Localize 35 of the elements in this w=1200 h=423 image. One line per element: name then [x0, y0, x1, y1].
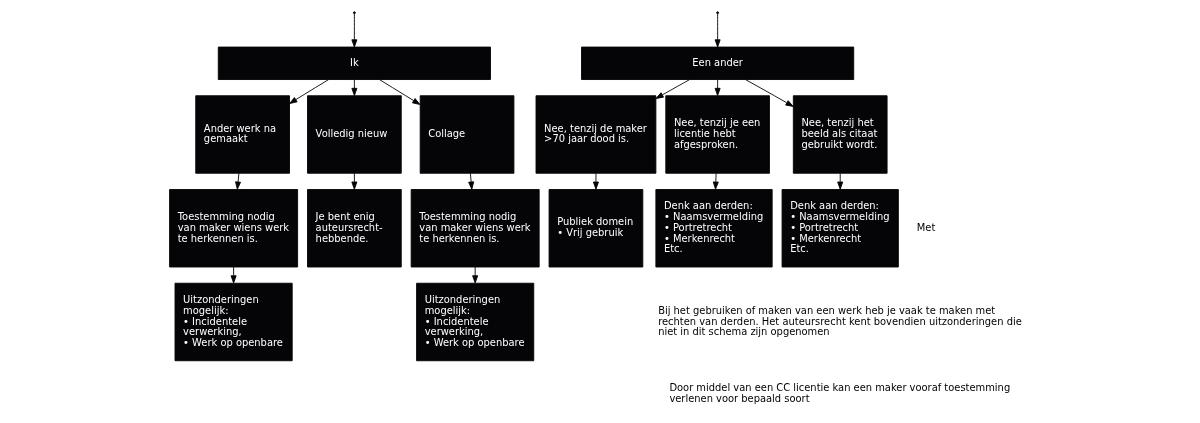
node-box: Collage — [419, 95, 515, 174]
arrow — [351, 13, 358, 48]
arrow — [351, 79, 358, 96]
arrow — [379, 79, 421, 105]
arrow — [745, 79, 794, 107]
label: Door middel van een CC licentie kan een maker vooraf toestemming verlenen voor bepaald soort — [669, 382, 1011, 405]
node-box: Toestemming nodig van maker wiens werk te herkennen is. — [410, 189, 540, 268]
arrow — [714, 13, 721, 48]
arrow — [592, 172, 599, 190]
node-box: Nee, tenzij de maker >70 jaar dood is. — [535, 95, 657, 174]
node-box: Een ander — [581, 46, 855, 80]
arrow — [289, 79, 329, 104]
node-box: Nee, tenzij je een licentie hebt afgesproken. — [665, 95, 770, 174]
arrow — [837, 172, 844, 190]
arrow — [235, 172, 241, 190]
arrow — [351, 172, 358, 190]
node-box: Je bent enig auteursrecht-hebbende. — [307, 189, 402, 268]
arrow — [472, 266, 479, 284]
arrow — [230, 266, 237, 284]
node-box: Denk aan derden: • Naamsvermelding • Portretrecht • Merkenrecht Etc. — [781, 189, 899, 268]
label: Bij het gebruiken of maken van een werk heb je vaak te maken met rechten van derden. Het auteursrecht kent bovendien uitzonderingen die niet in dit schema zijn opgenomen — [658, 304, 1022, 338]
node-box: Publiek domein • Vrij gebruik — [548, 189, 644, 268]
node-box: Nee, tenzij het beeld als citaat gebruikt wordt. — [792, 95, 888, 174]
node-box: Ik — [217, 46, 491, 80]
node-box: Ander werk na gemaakt — [195, 95, 290, 174]
node-box: Denk aan derden: • Naamsvermelding • Portretrecht • Merkenrecht Etc. — [655, 189, 773, 268]
label: Met — [916, 221, 936, 233]
node-box: Volledig nieuw — [307, 95, 402, 174]
node-box: Toestemming nodig van maker wiens werk te herkennen is. — [169, 189, 299, 268]
arrow — [712, 172, 719, 190]
arrow — [468, 172, 475, 190]
node-box: Uitzonderingen mogelijk: • Incidentele verwerking, • Werk op openbare — [416, 282, 535, 362]
node-box: Uitzonderingen mogelijk: • Incidentele verwerking, • Werk op openbare — [174, 282, 293, 362]
arrow — [655, 79, 690, 99]
arrow — [714, 79, 721, 96]
